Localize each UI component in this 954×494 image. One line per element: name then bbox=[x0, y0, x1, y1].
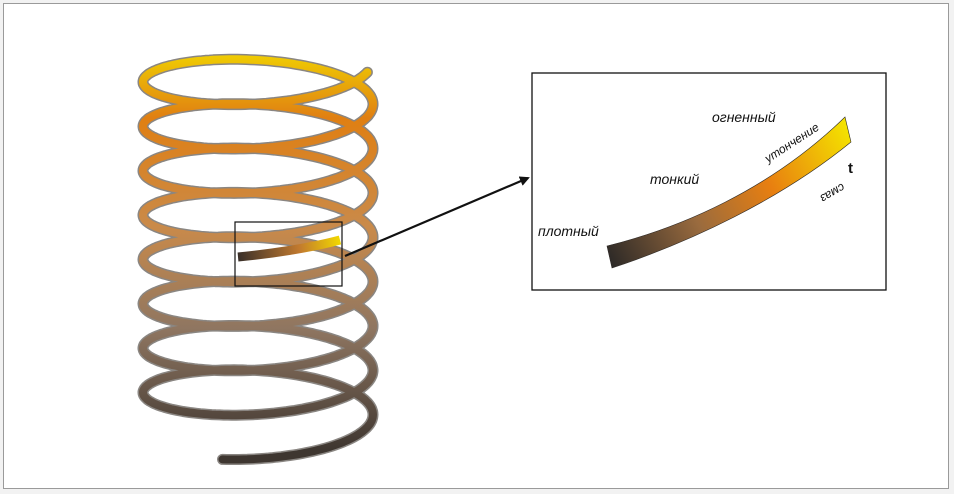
magnify-region-box bbox=[234, 221, 343, 287]
helix-spring bbox=[137, 53, 379, 465]
stroke-strip bbox=[606, 116, 852, 269]
label-dense: плотный bbox=[538, 223, 599, 239]
zoom-arrow bbox=[344, 176, 530, 258]
label-fiery: огненный bbox=[712, 109, 776, 125]
label-axis-t: t bbox=[848, 160, 853, 177]
label-thin: тонкий bbox=[650, 171, 699, 187]
zoom-box bbox=[531, 72, 887, 291]
magnified-segment bbox=[237, 235, 342, 262]
